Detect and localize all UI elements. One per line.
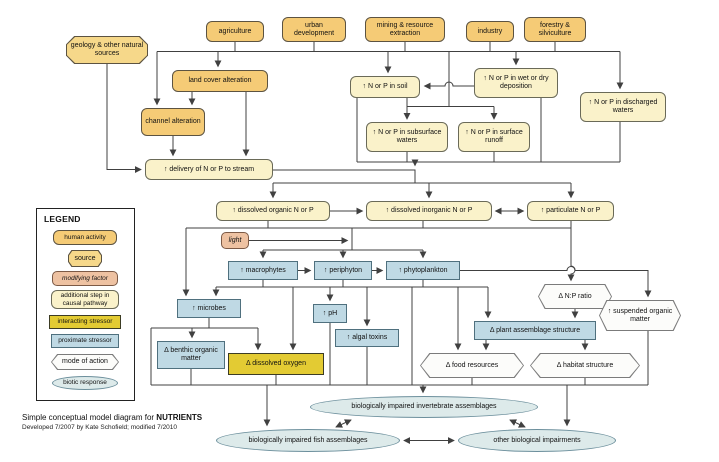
node-plant-assemblage-label: Δ plant assemblage structure bbox=[489, 326, 581, 334]
legend-title: LEGEND bbox=[44, 214, 81, 224]
node-industry-label: industry bbox=[477, 27, 503, 35]
node-n-p-discharged-waters: ↑ N or P in discharged waters bbox=[580, 92, 666, 122]
node-macrophytes: ↑ macrophytes bbox=[228, 261, 298, 280]
node-dissolved-inorganic: ↑ dissolved inorganic N or P bbox=[366, 201, 492, 221]
node-urban-label: urban development bbox=[293, 21, 335, 37]
node-benthic-label: Δ benthic organic matter bbox=[164, 347, 218, 362]
node-geology-label: geology & other natural sources bbox=[67, 37, 147, 63]
caption-text: Simple conceptual model diagram for bbox=[22, 413, 157, 422]
legend-additional-step: additional step in causal pathway bbox=[51, 290, 119, 309]
node-habitat-label: Δ habitat structure bbox=[531, 354, 639, 377]
node-food-label: Δ food resources bbox=[421, 354, 523, 377]
node-dissolved-oxygen-label: Δ dissolved oxygen bbox=[246, 360, 306, 368]
node-suspended-label: ↑ suspended organic matter bbox=[600, 301, 680, 330]
legend-source: source bbox=[68, 250, 102, 267]
node-phytoplankton: ↑ phytoplankton bbox=[386, 261, 460, 280]
legend-interacting-stressor: interacting stressor bbox=[49, 315, 121, 329]
node-agriculture-label: agriculture bbox=[218, 27, 252, 35]
node-periphyton: ↑ periphyton bbox=[314, 261, 372, 280]
node-runoff-label: ↑ N or P in surface runoff bbox=[465, 129, 523, 144]
node-dissolved-organic-label: ↑ dissolved organic N or P bbox=[232, 207, 314, 215]
node-channel-label: channel alteration bbox=[145, 118, 201, 126]
node-forestry-label: forestry & silviculture bbox=[538, 21, 572, 37]
node-suspended-organic-matter: ↑ suspended organic matter bbox=[599, 300, 681, 331]
diagram-caption: Simple conceptual model diagram for NUTR… bbox=[22, 413, 202, 431]
node-deposition-label: ↑ N or P in wet or dry deposition bbox=[483, 75, 549, 90]
node-dissolved-inorganic-label: ↑ dissolved inorganic N or P bbox=[385, 207, 473, 215]
node-delivery-to-stream: ↑ delivery of N or P to stream bbox=[145, 159, 273, 180]
node-agriculture: agriculture bbox=[206, 21, 264, 42]
node-fish-label: biologically impaired fish assemblages bbox=[248, 436, 368, 444]
legend-biotic-response: biotic response bbox=[52, 376, 118, 390]
caption-title: NUTRIENTS bbox=[156, 413, 203, 422]
node-algal-toxins: ↑ algal toxins bbox=[335, 329, 399, 347]
node-algal-toxins-label: ↑ algal toxins bbox=[346, 334, 388, 342]
node-microbes: ↑ microbes bbox=[177, 299, 241, 318]
node-soil-label: ↑ N or P in soil bbox=[362, 83, 408, 91]
node-mining-label: mining & resource extraction bbox=[376, 21, 434, 37]
legend-additional-step-label: additional step in causal pathway bbox=[60, 292, 110, 307]
node-benthic-organic-matter: Δ benthic organic matter bbox=[157, 341, 225, 369]
node-ph-label: ↑ pH bbox=[322, 309, 338, 317]
legend-human-activity: human activity bbox=[53, 230, 117, 245]
node-microbes-label: ↑ microbes bbox=[192, 304, 226, 312]
node-industry: industry bbox=[466, 21, 514, 42]
node-discharged-label: ↑ N or P in discharged waters bbox=[588, 99, 658, 114]
caption-line2: Developed 7/2007 by Kate Schofield; modi… bbox=[22, 424, 178, 431]
node-n-p-soil: ↑ N or P in soil bbox=[350, 76, 420, 98]
node-forestry-silviculture: forestry & silviculture bbox=[524, 17, 586, 42]
node-impaired-invertebrates: biologically impaired invertebrate assem… bbox=[310, 396, 538, 418]
node-light: light bbox=[221, 232, 249, 249]
legend-mode-of-action: mode of action bbox=[51, 354, 119, 370]
node-land-cover-alteration: land cover alteration bbox=[172, 70, 268, 92]
legend: LEGEND human activity source modifying f… bbox=[36, 208, 135, 401]
node-invertebrates-label: biologically impaired invertebrate assem… bbox=[351, 403, 497, 411]
node-mining-resource-extraction: mining & resource extraction bbox=[365, 17, 445, 42]
legend-mode-of-action-label: mode of action bbox=[52, 355, 118, 369]
node-macrophytes-label: ↑ macrophytes bbox=[240, 266, 286, 274]
node-urban-development: urban development bbox=[282, 17, 346, 42]
node-channel-alteration: channel alteration bbox=[141, 108, 205, 136]
node-particulate: ↑ particulate N or P bbox=[527, 201, 614, 221]
legend-source-label: source bbox=[69, 251, 101, 266]
node-habitat-structure: Δ habitat structure bbox=[530, 353, 640, 378]
node-plant-assemblage-structure: Δ plant assemblage structure bbox=[474, 321, 596, 340]
node-n-p-deposition: ↑ N or P in wet or dry deposition bbox=[474, 68, 558, 98]
node-food-resources: Δ food resources bbox=[420, 353, 524, 378]
node-np-ratio-label: Δ N:P ratio bbox=[539, 285, 611, 308]
node-subsurface-label: ↑ N or P in subsurface waters bbox=[372, 129, 442, 144]
node-dissolved-oxygen: Δ dissolved oxygen bbox=[228, 353, 324, 375]
node-land-cover-label: land cover alteration bbox=[188, 77, 252, 85]
legend-proximate-stressor-label: proximate stressor bbox=[58, 337, 112, 345]
legend-biotic-response-label: biotic response bbox=[63, 379, 107, 387]
legend-human-activity-label: human activity bbox=[64, 233, 106, 241]
node-impaired-fish: biologically impaired fish assemblages bbox=[216, 429, 400, 452]
node-phytoplankton-label: ↑ phytoplankton bbox=[398, 266, 448, 274]
node-ph: ↑ pH bbox=[313, 304, 347, 323]
node-n-p-surface-runoff: ↑ N or P in surface runoff bbox=[458, 122, 530, 152]
node-particulate-label: ↑ particulate N or P bbox=[540, 207, 601, 215]
node-light-label: light bbox=[228, 236, 242, 244]
caption-line1: Simple conceptual model diagram for NUTR… bbox=[22, 413, 202, 422]
node-np-ratio: Δ N:P ratio bbox=[538, 284, 612, 309]
legend-interacting-stressor-label: interacting stressor bbox=[57, 318, 113, 326]
legend-modifying-factor-label: modifying factor bbox=[62, 274, 108, 282]
node-other-label: other biological impairments bbox=[493, 436, 581, 444]
node-delivery-label: ↑ delivery of N or P to stream bbox=[163, 165, 255, 173]
legend-proximate-stressor: proximate stressor bbox=[51, 334, 119, 348]
node-periphyton-label: ↑ periphyton bbox=[323, 266, 363, 274]
node-geology-source: geology & other natural sources bbox=[66, 36, 148, 64]
node-dissolved-organic: ↑ dissolved organic N or P bbox=[216, 201, 330, 221]
node-n-p-subsurface-waters: ↑ N or P in subsurface waters bbox=[366, 122, 448, 152]
node-other-impairments: other biological impairments bbox=[458, 429, 616, 452]
legend-modifying-factor: modifying factor bbox=[52, 271, 118, 286]
